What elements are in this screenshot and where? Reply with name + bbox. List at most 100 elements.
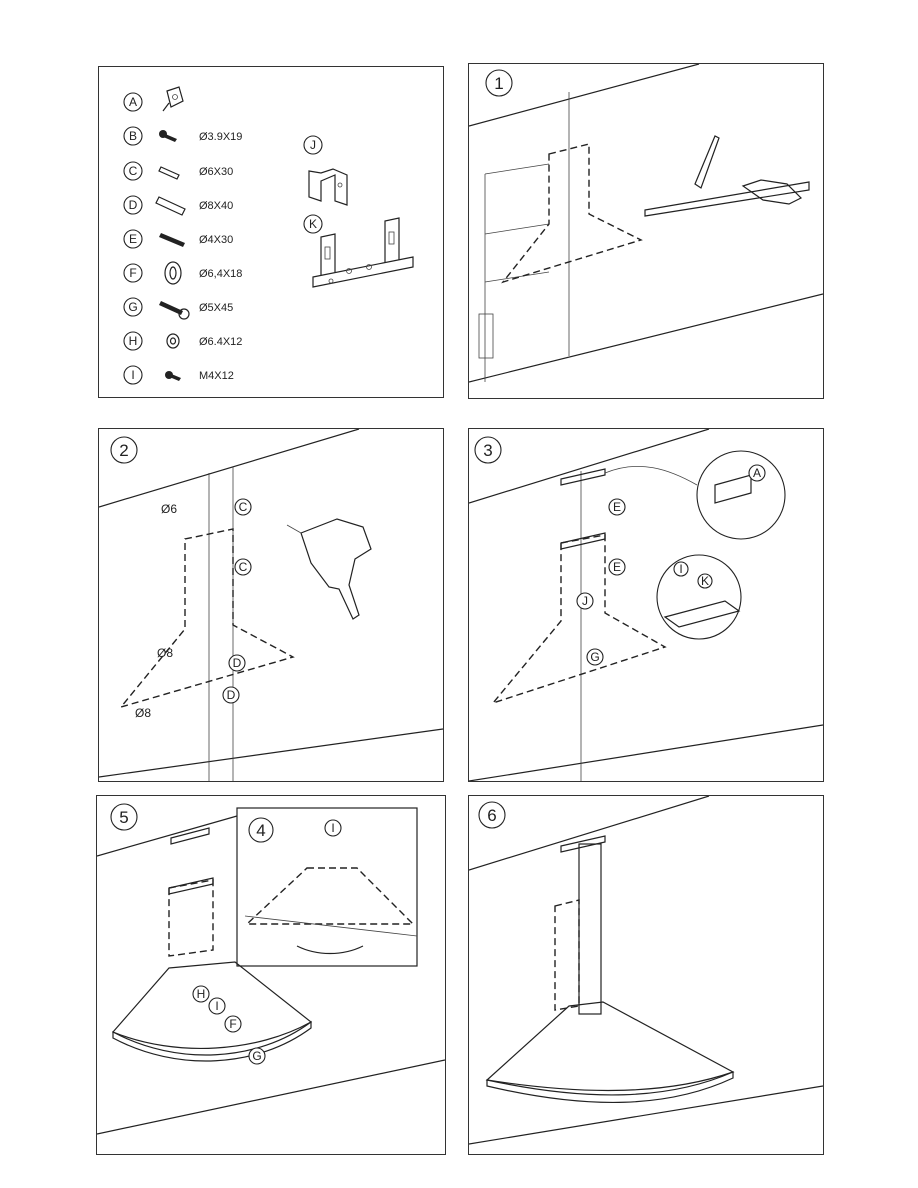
step-1-drawing: 1 [469,64,823,383]
callout-k: K [701,574,709,588]
part-spec: Ø6X30 [199,166,233,178]
bracket-j-icon [308,168,348,206]
floor-line [469,1085,823,1145]
part-row-i: I M4X12 [123,365,234,385]
step-5-panel: 5 H I F G 4 I [96,795,446,1155]
part-row-b: B Ø3.9X19 [123,126,242,146]
chimney-outline [554,899,580,1011]
dim-d6: Ø6 [161,502,177,516]
detail-circle-ik [656,554,742,640]
callout-j: J [582,594,588,608]
bracket-top [560,835,606,853]
callout-e: E [613,500,621,514]
bracket-mid [560,532,606,550]
washer-h-icon [166,333,180,349]
hood-outline [490,534,667,705]
hood-outline [501,143,643,284]
wall-plug-d-icon [155,196,186,216]
drill-icon [300,518,372,620]
callout-c: C [239,560,248,574]
part-spec: Ø6.4X12 [199,336,242,348]
part-row-f: F Ø6,4X18 [123,261,242,285]
bracket-top [170,827,210,845]
clip-a-icon [162,86,184,112]
step-3-panel: 3 E E J G A I K [468,428,824,782]
part-letter: I [131,368,134,382]
callout-g: G [252,1049,261,1063]
step-6-panel: 6 [468,795,824,1155]
step-2-panel: 2 Ø6 Ø8 Ø8 C C D D [98,428,444,782]
callout-c: C [239,500,248,514]
parts-list-drawing: A B Ø3.9X19 C Ø6X30 D Ø8X40 E Ø4X30 [123,86,414,385]
center-lines [208,467,234,781]
step-3-drawing: 3 E E J G A I K [469,429,823,781]
step-1-panel: 1 [468,63,824,399]
callout-e: E [613,560,621,574]
hood-body [485,1001,735,1092]
step-number: 6 [487,806,496,825]
step-number: 1 [494,74,503,93]
ceiling-line [99,429,360,508]
part-spec: Ø6,4X18 [199,268,242,280]
tape-measure-icon [741,179,803,205]
part-row-g: G Ø5X45 [123,297,233,320]
hood-body [111,961,313,1049]
callout-i: I [679,562,682,576]
part-row-c: C Ø6X30 [123,161,233,181]
dim-d8-a: Ø8 [157,646,173,660]
part-spec: Ø3.9X19 [199,131,242,143]
wall-plug-c-icon [158,166,180,180]
part-letter: C [129,164,138,178]
bracket-j: J [303,135,348,206]
inset-step-4 [236,807,418,967]
bracket-j-letter: J [310,138,316,152]
step-2-drawing: 2 Ø6 Ø8 Ø8 C C D D [99,429,443,781]
hood-outline [245,867,415,925]
dim-d8-b: Ø8 [135,706,151,720]
detail-circle-a [696,450,786,540]
floor-line [469,724,823,781]
bracket-top [560,468,606,486]
part-row-e: E Ø4X30 [123,229,233,249]
ceiling-line [97,815,238,857]
callout-a: A [753,466,761,480]
callout-f: F [229,1017,236,1031]
step-number: 4 [256,821,265,840]
washer-f-icon [164,261,182,285]
parts-list-panel: A B Ø3.9X19 C Ø6X30 D Ø8X40 E Ø4X30 [98,66,444,398]
chimney-outline [168,879,214,957]
callout-i: I [331,821,334,835]
part-spec: Ø8X40 [199,200,233,212]
callout-g: G [590,650,599,664]
step-5-drawing: 5 H I F G 4 I [97,803,445,1135]
bracket-k-icon [312,256,414,288]
part-spec: Ø5X45 [199,302,233,314]
part-letter: G [128,300,137,314]
part-row-h: H Ø6.4X12 [123,331,242,351]
part-letter: F [129,266,136,280]
hood-outline [119,528,295,709]
part-spec: M4X12 [199,370,234,382]
screw-e-icon [159,233,185,247]
step-6-drawing: 6 [469,796,823,1145]
part-row-d: D Ø8X40 [123,195,233,216]
ceiling-line [469,64,700,127]
callout-h: H [197,987,206,1001]
part-letter: B [129,129,137,143]
screw-g-icon [159,301,183,315]
part-letter: E [129,232,137,246]
part-letter: D [129,198,138,212]
spirit-level-icon [644,181,810,217]
floor-line [469,293,823,383]
callout-d: D [227,688,236,702]
ceiling-line [469,796,710,871]
pencil-icon [694,135,720,189]
part-spec: Ø4X30 [199,234,233,246]
ceiling-line [469,429,710,504]
bracket-mid [168,877,214,895]
step-number: 2 [119,441,128,460]
part-letter: H [129,334,138,348]
step-number: 3 [483,441,492,460]
floor-line [99,728,443,778]
step-number: 5 [119,808,128,827]
